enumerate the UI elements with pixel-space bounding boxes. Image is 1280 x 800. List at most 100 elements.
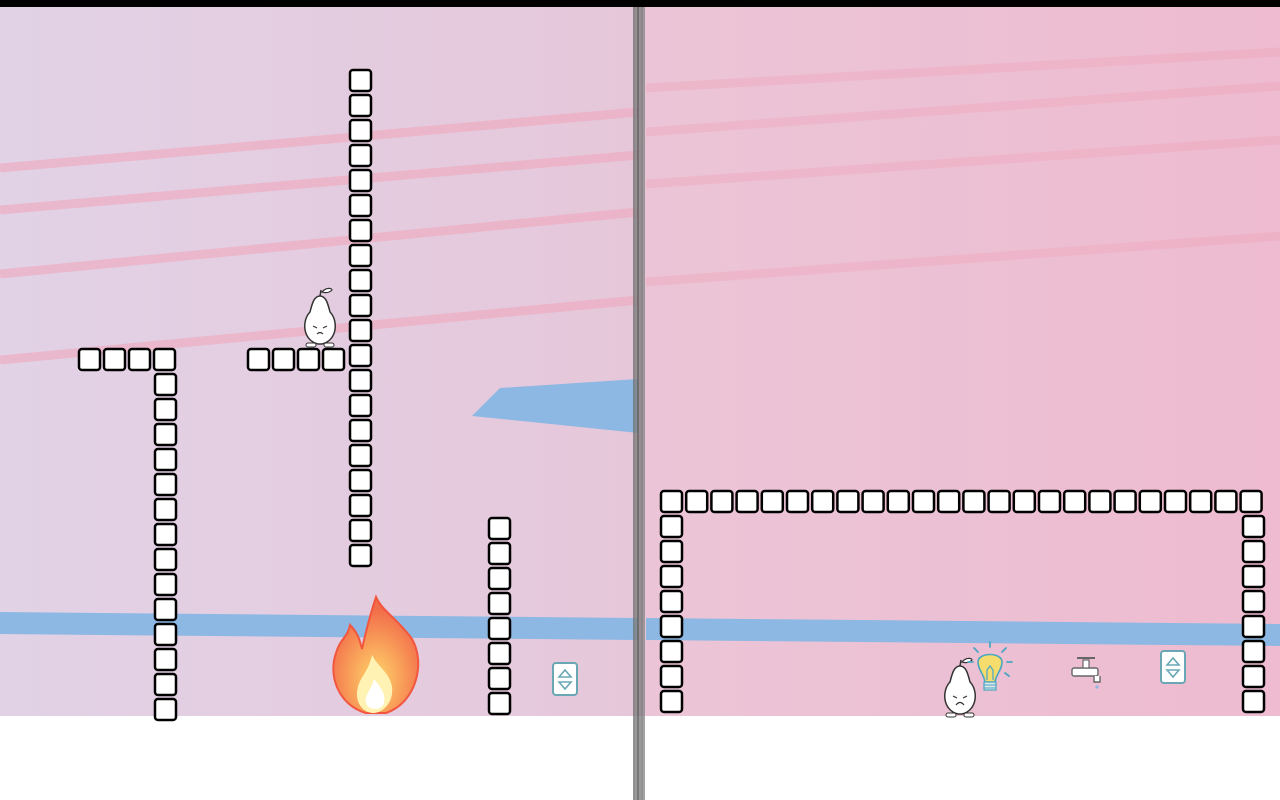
block-tile — [153, 672, 178, 697]
block-tile — [487, 666, 512, 691]
block-tile — [348, 168, 373, 193]
block-tile — [1241, 539, 1266, 564]
block-tile — [1037, 489, 1062, 514]
block-tile — [1241, 639, 1266, 664]
right-stripes — [645, 47, 1280, 287]
block-tile — [77, 347, 102, 372]
block-tile — [1241, 564, 1266, 589]
block-tile — [710, 489, 734, 514]
block-tile — [153, 547, 178, 572]
block-tile — [1241, 589, 1266, 614]
block-tile — [153, 572, 178, 597]
faucet-icon[interactable] — [1071, 657, 1101, 689]
block-tile — [1113, 489, 1137, 514]
block-tile — [152, 347, 177, 372]
block-tile — [1188, 489, 1213, 514]
block-tile — [102, 347, 127, 372]
top-bar — [0, 0, 1280, 7]
right-panel-background — [638, 7, 1280, 716]
block-tile — [348, 118, 373, 143]
block-tile — [936, 489, 961, 514]
water-stream-lower-right — [646, 618, 1280, 646]
water-stream-upper — [472, 379, 638, 433]
block-tile — [348, 418, 373, 443]
block-tile — [348, 268, 373, 293]
block-tile — [348, 443, 373, 468]
block-tile — [348, 518, 373, 543]
block-tile — [153, 472, 178, 497]
block-tile — [127, 347, 152, 372]
block-tile — [487, 516, 512, 541]
block-tile — [296, 347, 321, 372]
block-tile — [153, 522, 178, 547]
block-tile — [348, 218, 373, 243]
block-tile — [1241, 664, 1266, 689]
block-tile — [1241, 514, 1266, 539]
block-tile — [153, 447, 178, 472]
block-tile — [810, 489, 835, 514]
block-tile — [487, 541, 512, 566]
block-tile — [785, 489, 810, 514]
block-tile — [659, 564, 684, 589]
block-tile — [659, 589, 684, 614]
block-tile — [487, 616, 512, 641]
block-tile — [760, 489, 785, 514]
fire-icon[interactable] — [332, 594, 420, 714]
block-tile — [659, 664, 684, 689]
panel-divider — [633, 7, 645, 800]
block-tile — [1062, 489, 1087, 514]
block-tile — [348, 393, 373, 418]
block-tile — [153, 397, 178, 422]
block-tile — [246, 347, 271, 372]
block-tile — [348, 68, 373, 93]
block-tile — [487, 566, 512, 591]
block-tile — [1012, 489, 1037, 514]
up-down-switch-icon[interactable] — [1160, 650, 1186, 684]
block-tile — [1088, 489, 1112, 514]
block-tile — [1138, 489, 1163, 514]
block-tile — [153, 422, 178, 447]
block-tile — [153, 697, 178, 722]
block-tile — [659, 639, 684, 664]
block-tile — [659, 614, 684, 639]
block-tile — [348, 193, 373, 218]
block-tile — [659, 489, 684, 514]
block-tile — [153, 647, 178, 672]
block-tile — [321, 347, 346, 372]
block-tile — [487, 691, 512, 716]
block-tile — [659, 689, 684, 714]
pear-character-icon[interactable] — [304, 287, 336, 348]
block-tile — [962, 489, 986, 514]
block-tile — [348, 343, 373, 368]
block-tile — [1214, 489, 1238, 514]
block-tile — [153, 372, 178, 397]
block-tiles — [77, 68, 1266, 722]
up-down-switch-icon[interactable] — [552, 662, 578, 696]
block-tile — [1239, 489, 1263, 514]
block-tile — [348, 293, 373, 318]
block-tile — [1163, 489, 1188, 514]
block-tile — [153, 497, 178, 522]
block-tile — [153, 622, 178, 647]
block-tile — [348, 318, 373, 343]
block-tile — [348, 243, 373, 268]
lightbulb-icon[interactable] — [967, 641, 1013, 691]
block-tile — [1241, 689, 1266, 714]
block-tile — [684, 489, 709, 514]
block-tile — [735, 489, 759, 514]
block-tile — [348, 143, 373, 168]
block-tile — [153, 597, 178, 622]
block-tile — [911, 489, 936, 514]
block-tile — [348, 543, 373, 568]
pear-character-icon[interactable] — [944, 657, 976, 718]
block-tile — [886, 489, 911, 514]
block-tile — [348, 468, 373, 493]
block-tile — [836, 489, 860, 514]
block-tile — [348, 368, 373, 393]
block-tile — [271, 347, 296, 372]
block-tile — [487, 591, 512, 616]
block-tile — [659, 539, 684, 564]
block-tile — [1241, 614, 1266, 639]
block-tile — [348, 493, 373, 518]
